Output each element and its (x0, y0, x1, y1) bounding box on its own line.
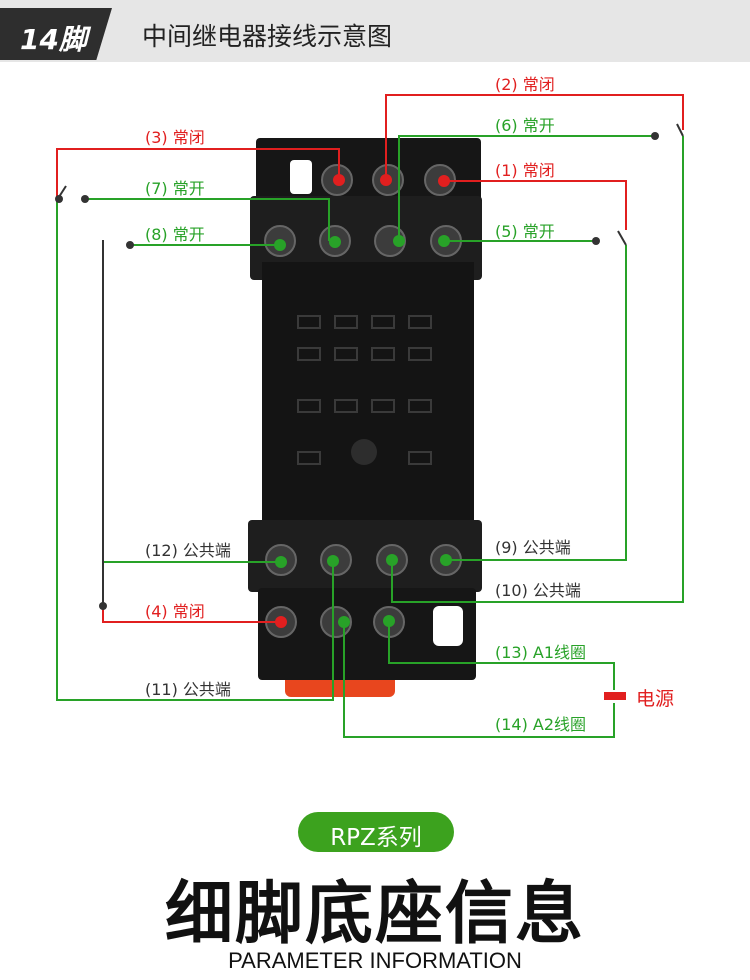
mount-hole-top (290, 160, 312, 194)
socket-lower-row (248, 520, 482, 592)
wire-t7 (85, 198, 330, 241)
wire-t1 (440, 180, 627, 230)
socket-center-hole (351, 439, 377, 465)
mount-hole-bottom (433, 606, 463, 646)
section-title: 细脚底座信息 (164, 875, 585, 954)
pin-count-text: 14脚 (20, 23, 87, 56)
contact-points (55, 132, 659, 628)
label-t8: (8) 常开 (145, 225, 205, 244)
wire-t10 (391, 136, 684, 603)
wiring-lines (56, 94, 684, 738)
switch-blade-2-6 (676, 123, 684, 137)
header-bar: 14脚 中间继电器接线示意图 (0, 0, 750, 62)
terminal-labels: (2) 常闭 (6) 常开 (1) 常闭 (5) 常开 (3) 常闭 (7) 常… (145, 75, 674, 734)
wire-t4 (102, 606, 281, 623)
label-t3: (3) 常闭 (145, 128, 205, 147)
label-t9: (9) 公共端 (495, 538, 571, 557)
pin-count-badge: 14脚 (0, 8, 112, 60)
wire-t14 (343, 622, 615, 738)
power-symbol (604, 692, 626, 700)
socket-bottom-block (258, 588, 476, 680)
wire-t2 (385, 94, 684, 180)
socket-center (262, 262, 474, 537)
wire-t6 (398, 135, 655, 241)
label-t13: (13) A1线圈 (495, 643, 586, 662)
label-t10: (10) 公共端 (495, 581, 581, 600)
label-t6: (6) 常开 (495, 116, 555, 135)
label-t14: (14) A2线圈 (495, 715, 586, 734)
label-t11: (11) 公共端 (145, 680, 231, 699)
label-t4: (4) 常闭 (145, 602, 205, 621)
label-t1: (1) 常闭 (495, 161, 555, 180)
wire-t9 (446, 245, 627, 561)
relay-socket (248, 138, 482, 697)
wiring-diagram: (2) 常闭 (6) 常开 (1) 常闭 (5) 常开 (3) 常闭 (7) 常… (55, 75, 684, 738)
switch-blade-1-5 (617, 230, 627, 246)
power-label: 电源 (636, 688, 674, 710)
series-label: RPZ系列 (330, 825, 422, 851)
wire-t11 (56, 200, 334, 701)
pin-slot-grid (297, 315, 432, 465)
label-t12: (12) 公共端 (145, 541, 231, 560)
series-pill: RPZ系列 (298, 812, 454, 852)
label-t5: (5) 常开 (495, 222, 555, 241)
wire-t13 (388, 622, 615, 690)
page-title: 中间继电器接线示意图 (142, 22, 393, 51)
label-t7: (7) 常开 (145, 179, 205, 198)
label-t2: (2) 常闭 (495, 75, 555, 94)
section-subtitle: PARAMETER INFORMATION (228, 948, 522, 973)
wire-t3 (56, 148, 340, 200)
socket-upper-row (250, 196, 482, 280)
